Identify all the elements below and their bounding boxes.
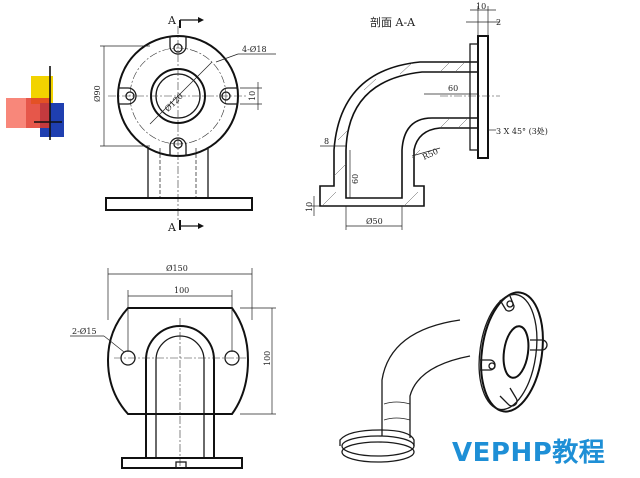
section-title: 剖面 A-A [370,15,416,29]
isometric-view [339,291,548,463]
dim-8: 8 [324,137,329,146]
dim-10-right: 10 [248,91,257,101]
dim-dia-120: Ø120 [163,92,185,114]
dim-60-vertical: 60 [351,174,360,184]
dim-100-horizontal: 100 [174,286,189,295]
dim-10-bottom: 10 [305,202,314,212]
dim-60-horizontal: 60 [448,84,458,93]
top-view: Ø150 100 2-Ø15 100 [70,264,276,469]
slide-logo-icon [6,66,64,140]
dim-10-top: 10 [476,2,486,11]
section-view: 剖面 A-A 10 2 60 3 [305,2,548,230]
dim-dia-150: Ø150 [166,264,188,273]
dim-dia-50: Ø50 [366,217,383,226]
dim-2: 2 [496,18,501,27]
front-view: Ø90 Ø120 4-Ø18 10 A A [93,14,276,234]
dim-holes-4: 4-Ø18 [242,45,267,54]
dim-r50: R50 [421,147,439,162]
dim-100-vertical: 100 [263,351,272,366]
watermark-text: VEPHP教程 [452,438,606,468]
section-label-top: A [167,14,177,27]
chamfer-note: 3 X 45° (3处) [496,126,548,136]
dim-holes-2: 2-Ø15 [72,327,97,336]
dim-dia-90: Ø90 [93,85,102,102]
section-label-bottom: A [167,221,177,234]
